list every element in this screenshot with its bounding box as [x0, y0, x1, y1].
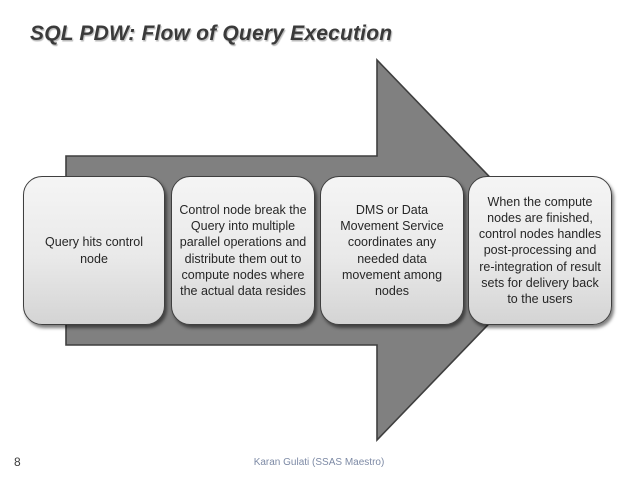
- flow-step-box-4: When the compute nodes are finished, con…: [468, 176, 612, 325]
- flow-step-2-text: Control node break the Query into multip…: [179, 202, 307, 298]
- flow-step-box-3: DMS or Data Movement Service coordinates…: [320, 176, 464, 325]
- flow-step-box-1: Query hits control node: [23, 176, 165, 325]
- footer-credit: Karan Gulati (SSAS Maestro): [253, 457, 385, 468]
- flow-step-box-2: Control node break the Query into multip…: [171, 176, 315, 325]
- page-number: 8: [14, 455, 21, 469]
- slide-title: SQL PDW: Flow of Query Execution: [30, 22, 393, 45]
- flow-step-4-text: When the compute nodes are finished, con…: [478, 194, 602, 307]
- flow-step-3-text: DMS or Data Movement Service coordinates…: [340, 202, 444, 298]
- flow-step-1-text: Query hits control node: [45, 235, 143, 266]
